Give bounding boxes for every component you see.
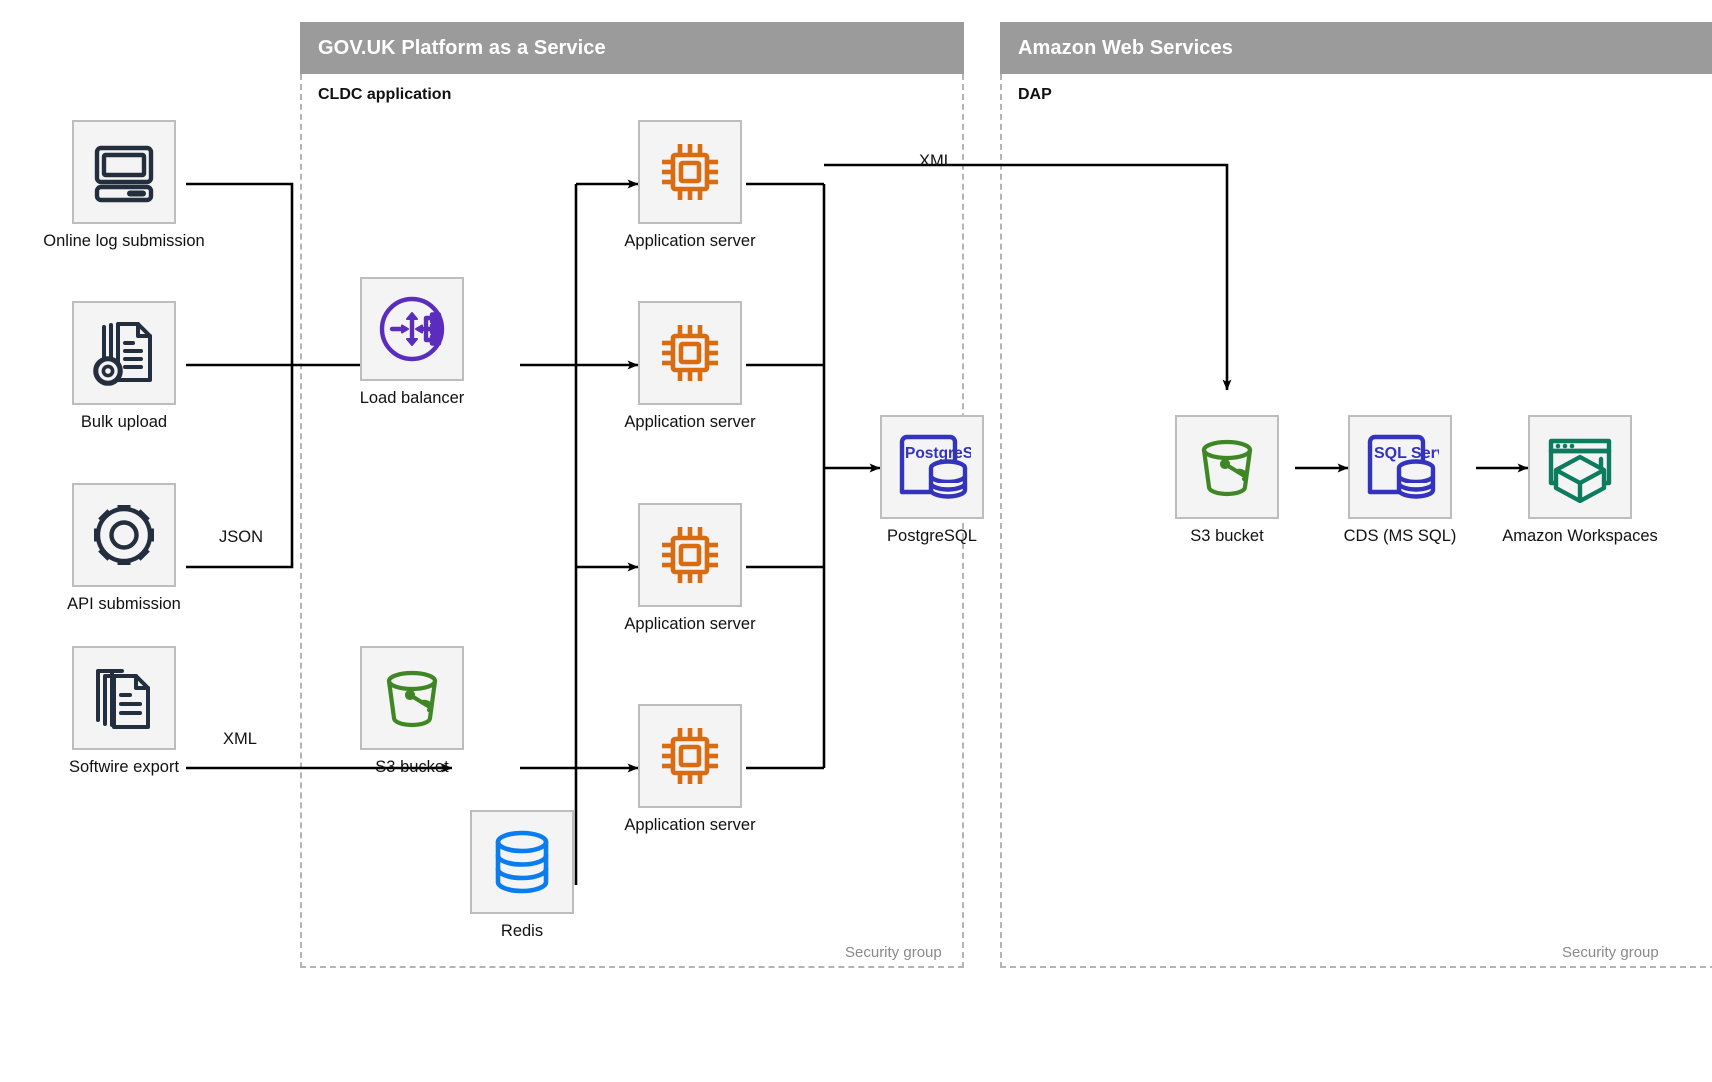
workspaces-cube-icon <box>1548 438 1612 503</box>
node-label: Redis <box>500 922 544 940</box>
bucket-icon <box>1201 439 1253 497</box>
postgresql-database-icon: PostgreSQL <box>899 434 971 499</box>
cpu-chip-icon <box>662 728 718 784</box>
node-cds-ms-sql[interactable]: SQL Server CDS (MS SQL) <box>1344 415 1456 545</box>
group-header-aws: Amazon Web Services <box>1000 22 1712 74</box>
group-header-paas: GOV.UK Platform as a Service <box>300 22 964 74</box>
node-label: Online log submission <box>43 232 205 250</box>
node-icon-box <box>72 301 176 405</box>
node-icon-box <box>470 810 574 914</box>
database-cylinder-icon <box>495 830 549 894</box>
group-sublabel-cldc-application: CLDC application <box>318 86 452 103</box>
node-label: Amazon Workspaces <box>1502 527 1658 545</box>
node-label: PostgreSQL <box>887 527 977 545</box>
group-body-paas <box>300 74 964 968</box>
node-softwire-export[interactable]: Softwire export <box>69 646 179 776</box>
node-label: Application server <box>624 413 756 431</box>
node-icon-box: PostgreSQL <box>880 415 984 519</box>
node-label: Application server <box>624 615 756 633</box>
node-s3-bucket-aws[interactable]: S3 bucket <box>1175 415 1279 545</box>
node-api-submission[interactable]: API submission <box>67 483 181 613</box>
node-icon-box <box>1528 415 1632 519</box>
node-online-log-submission[interactable]: Online log submission <box>43 120 205 250</box>
document-gear-icon <box>93 322 152 386</box>
node-app-server-2[interactable]: Application server <box>624 301 756 431</box>
node-label: Softwire export <box>68 758 180 776</box>
desktop-computer-icon <box>94 145 154 203</box>
node-label: Bulk upload <box>80 413 168 431</box>
node-icon-box <box>360 646 464 750</box>
group-title-paas: GOV.UK Platform as a Service <box>318 36 606 59</box>
node-postgresql[interactable]: PostgreSQL PostgreSQL <box>880 415 984 545</box>
edge-label-xml-dap: XML <box>919 152 953 170</box>
node-redis[interactable]: Redis <box>470 810 574 940</box>
node-app-server-4[interactable]: Application server <box>624 704 756 834</box>
node-label: Application server <box>624 816 756 834</box>
node-app-server-3[interactable]: Application server <box>624 503 756 633</box>
node-label: API submission <box>67 595 181 613</box>
node-icon-box: SQL Server <box>1348 415 1452 519</box>
edge-label-xml-softwire: XML <box>223 730 257 748</box>
node-bulk-upload[interactable]: Bulk upload <box>72 301 176 431</box>
cpu-chip-icon <box>662 325 718 381</box>
security-group-label-paas: Security group <box>845 944 942 961</box>
node-label: S3 bucket <box>1190 527 1264 545</box>
node-icon-box <box>638 120 742 224</box>
node-icon-box <box>72 483 176 587</box>
load-balancer-icon <box>379 296 445 362</box>
node-icon-box <box>638 301 742 405</box>
node-label: Load balancer <box>359 389 465 407</box>
sql-server-database-icon: SQL Server <box>1367 434 1439 499</box>
group-sublabel-dap: DAP <box>1018 86 1052 103</box>
node-s3-bucket-paas[interactable]: S3 bucket <box>360 646 464 776</box>
node-icon-box <box>360 277 464 381</box>
node-load-balancer[interactable]: Load balancer <box>360 277 464 407</box>
cpu-chip-icon <box>662 144 718 200</box>
bucket-icon <box>386 670 438 728</box>
node-label: Application server <box>624 232 756 250</box>
node-label: CDS (MS SQL) <box>1343 527 1457 545</box>
node-icon-box <box>1175 415 1279 519</box>
postgresql-badge-text: PostgreSQL <box>905 445 971 462</box>
sql-server-badge-text: SQL Server <box>1374 445 1439 462</box>
group-title-aws: Amazon Web Services <box>1018 36 1233 59</box>
documents-stack-icon <box>96 669 150 729</box>
node-icon-box <box>72 120 176 224</box>
gear-icon <box>94 505 154 565</box>
group-body-aws <box>1000 74 1712 968</box>
node-app-server-1[interactable]: Application server <box>624 120 756 250</box>
node-icon-box <box>638 503 742 607</box>
node-icon-box <box>72 646 176 750</box>
node-icon-box <box>638 704 742 808</box>
security-group-label-aws: Security group <box>1562 944 1659 961</box>
node-label: S3 bucket <box>375 758 449 776</box>
edge-label-json: JSON <box>219 528 264 546</box>
node-amazon-workspaces[interactable]: Amazon Workspaces <box>1502 415 1658 545</box>
cpu-chip-icon <box>662 527 718 583</box>
